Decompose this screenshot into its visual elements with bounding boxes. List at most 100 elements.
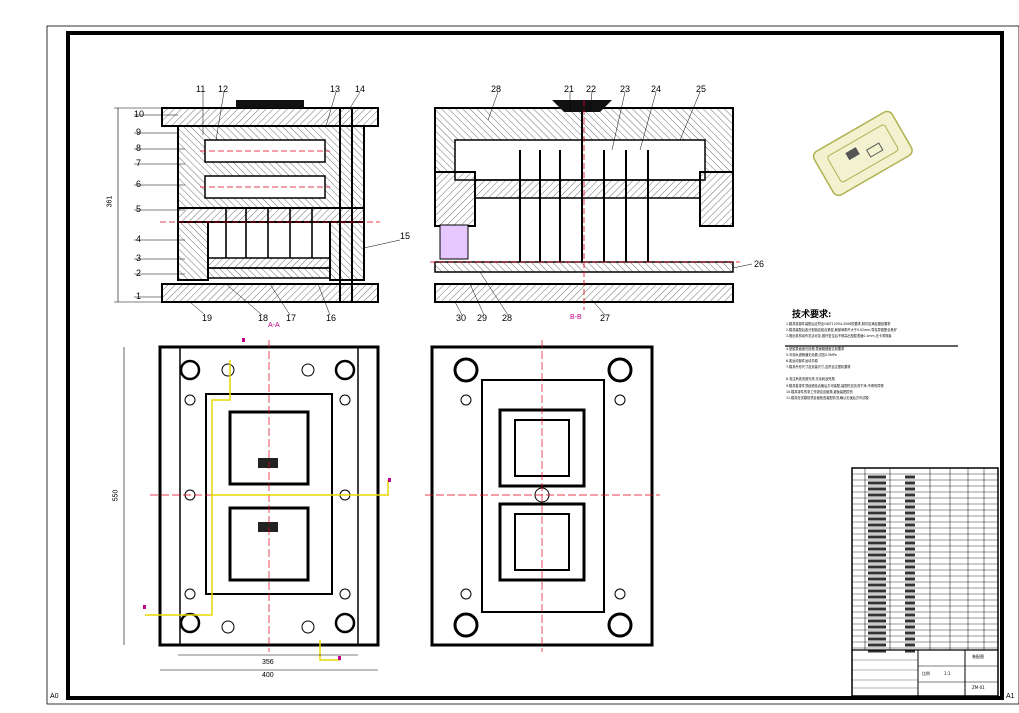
bom-entry-text <box>868 601 886 605</box>
balloon-29: 29 <box>477 313 488 323</box>
bom-entry-text <box>905 511 915 515</box>
balloon-14: 14 <box>355 84 366 94</box>
note-line: 11.模具在试模前须全面检查装配情况,确认无误后方可试模 <box>786 396 869 400</box>
bom-entry-text <box>905 547 915 551</box>
section-tag-a: A-A <box>268 322 280 329</box>
bom-entry-text <box>905 559 915 563</box>
balloon-18: 18 <box>258 313 269 323</box>
balloon-28b: 28 <box>502 313 513 323</box>
plan-moving-half <box>123 338 391 671</box>
bom-entry-text <box>905 487 915 491</box>
bom-entry-text <box>868 565 886 569</box>
bom-entry-text <box>905 601 915 605</box>
corner-mark-left: A0 <box>50 693 59 700</box>
bom-entry-text <box>868 481 886 485</box>
bom-entry-text <box>868 553 886 557</box>
bom-entry-text <box>905 553 915 557</box>
bom-entry-text <box>905 529 915 533</box>
bom-entry-text <box>905 625 915 629</box>
part-isometric <box>812 110 913 197</box>
bom-entry-text <box>868 487 886 491</box>
bom-entry-text <box>868 607 886 611</box>
bom-entry-text <box>905 475 915 479</box>
bom-entry-text <box>868 475 886 479</box>
balloon-11: 11 <box>196 84 206 94</box>
bom-entry-text <box>905 577 915 581</box>
front-section-view <box>114 91 401 316</box>
plan-fixed-half <box>425 340 660 652</box>
balloon-30: 30 <box>456 313 467 323</box>
bom-entry-text <box>905 595 915 599</box>
bom-entry-text <box>868 547 886 551</box>
balloon-3: 3 <box>136 253 142 263</box>
notes-title: 技术要求: <box>792 310 832 320</box>
balloon-17: 17 <box>286 313 297 323</box>
balloon-15: 15 <box>400 231 411 241</box>
note-line: 4.型腔表面抛光处理,表面粗糙度达到要求 <box>786 346 845 351</box>
bom-entry-text <box>868 583 886 587</box>
bom-entry-text <box>868 613 886 617</box>
bom-entry-text <box>905 613 915 617</box>
bom-entry-text <box>905 481 915 485</box>
bom-entry-text <box>868 637 886 641</box>
bom-entry-text <box>905 571 915 575</box>
bom-entry-text <box>868 595 886 599</box>
bom-entry-text <box>905 649 915 653</box>
bom-entry-text <box>868 625 886 629</box>
bom-entry-text <box>905 541 915 545</box>
balloon-28a: 28 <box>491 84 502 94</box>
title-scale: 1:1 <box>944 671 951 676</box>
balloon-27: 27 <box>600 313 611 323</box>
bom-entry-text <box>868 643 886 647</box>
bom-entry-text <box>868 517 886 521</box>
outer-border <box>46 25 1019 705</box>
note-line: 3.推出机构动作灵活可靠,推杆复位后不得高出型腔表面0.1mm,无卡滞现象 <box>786 334 892 339</box>
bom-entry-text <box>905 493 915 497</box>
balloon-7: 7 <box>136 158 142 168</box>
balloon-13: 13 <box>330 84 341 94</box>
dimension-width-outer: 400 <box>262 672 274 679</box>
note-line: 9.模具各零件须经检验合格后方可装配,装配时应清洗干净,不得有异物 <box>786 383 884 388</box>
bom-entry-text <box>868 511 886 515</box>
bom-entry-text <box>905 535 915 539</box>
balloon-23: 23 <box>620 84 631 94</box>
bom-entry-text <box>905 637 915 641</box>
bom-entry-text <box>868 559 886 563</box>
balloon-9: 9 <box>136 127 142 137</box>
bom-entry-text <box>905 505 915 509</box>
bom-entry-text <box>905 607 915 611</box>
bom-entry-text <box>868 529 886 533</box>
balloon-8: 8 <box>136 143 142 153</box>
bom-entry-text <box>868 535 886 539</box>
title-scale-label: 比例 <box>922 671 930 676</box>
bom-entry-text <box>868 589 886 593</box>
note-line: 8.浇注系统流道光滑,无毛刺及死角 <box>786 377 835 382</box>
balloon-10: 10 <box>134 109 145 119</box>
bom-entry-text <box>868 541 886 545</box>
balloon-5: 5 <box>136 204 142 214</box>
bom-entry-text <box>868 619 886 623</box>
side-section-view <box>430 91 753 316</box>
balloon-24: 24 <box>651 84 662 94</box>
bom-entry-text <box>905 643 915 647</box>
balloon-16: 16 <box>326 313 337 323</box>
title-block <box>851 467 999 697</box>
inner-border <box>66 31 1004 700</box>
bom-entry-text <box>905 631 915 635</box>
note-line: 7.模具外形尺寸及安装尺寸,应符合注塑机要求 <box>786 365 851 370</box>
balloon-25: 25 <box>696 84 707 94</box>
balloon-22: 22 <box>586 84 597 94</box>
bom-entry-text <box>905 589 915 593</box>
bom-entry-text <box>905 517 915 521</box>
balloon-19: 19 <box>202 313 213 323</box>
bom-entry-text <box>868 505 886 509</box>
note-line: 1.模具零部件装配后应符合GB/T12554-2006的要求,制件应满足图纸要求 <box>786 322 891 326</box>
note-line: 2.模具装配后各分型面应贴合紧密,局部间隙不大于0.02mm,导柱导套配合良好 <box>786 328 897 333</box>
balloon-2: 2 <box>136 268 142 278</box>
bom-entry-text <box>868 499 886 503</box>
balloon-26: 26 <box>754 259 765 269</box>
dimension-height-front: 361 <box>106 195 114 208</box>
balloon-21: 21 <box>564 84 575 94</box>
balloon-4: 4 <box>136 234 142 244</box>
